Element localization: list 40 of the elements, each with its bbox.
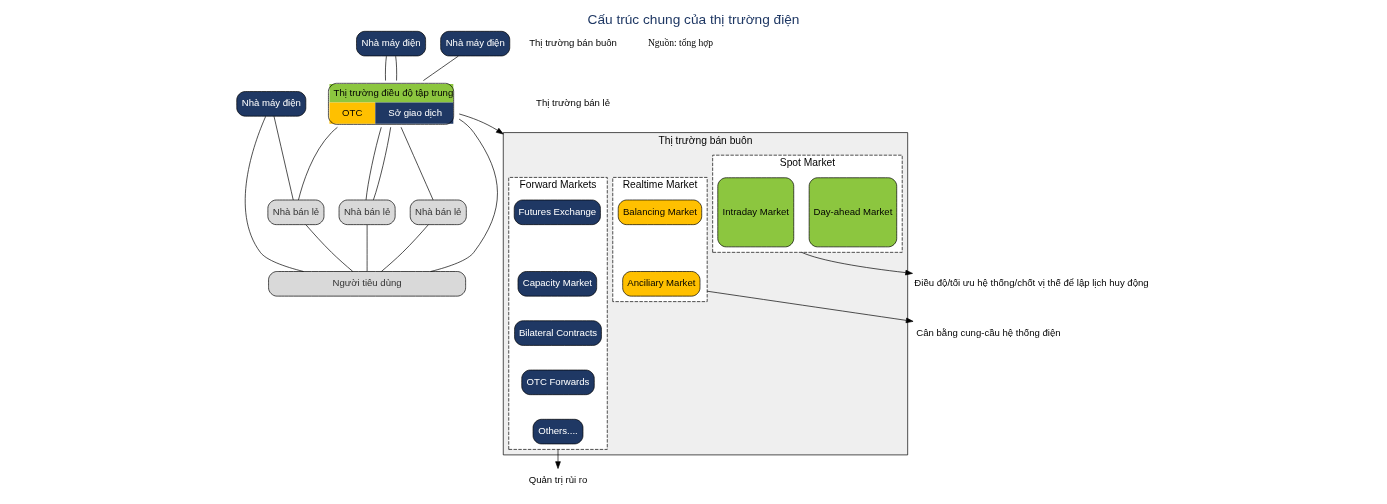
label: Thị trường bán buôn (529, 37, 617, 49)
arrow (555, 449, 561, 469)
connector (385, 55, 387, 81)
connector (305, 224, 354, 272)
connector (273, 115, 294, 201)
label: Thị trường bán lẻ (536, 97, 611, 109)
node-text: Điều độ/tối ưu hệ thống/chốt vị thế để lập lịch huy động (914, 277, 1149, 289)
node-box: OTC Forwards (521, 369, 595, 395)
caption: Nguồn: tổng hợp (647, 37, 714, 49)
connector (244, 116, 304, 272)
arrow (801, 252, 913, 276)
connector (365, 126, 382, 201)
node-box: Others.... (532, 418, 584, 445)
node-box: Nhà máy điện (440, 31, 511, 57)
connector (400, 126, 434, 201)
connector (430, 118, 498, 272)
arrow (458, 113, 504, 135)
node-box: Balancing Market (617, 199, 703, 225)
node-text: Cân bằng cung-cầu hệ thống điện (916, 326, 1061, 338)
node-box: Nhà máy điện (236, 91, 307, 117)
node-box: Người tiêu dùng (268, 271, 466, 297)
node-box: Futures Exchange (513, 199, 601, 225)
connector (395, 55, 398, 81)
node-box: Nhà bán lẻ (267, 199, 325, 225)
node-text: Quản trị rủi ro (528, 474, 588, 486)
arrow (706, 290, 914, 324)
connector (373, 126, 391, 201)
node-box: Intraday Market (717, 177, 795, 248)
connector (366, 224, 368, 272)
node-box: Bilateral Contracts (514, 320, 602, 346)
connector (381, 224, 429, 272)
connector (298, 126, 338, 201)
node-box: Anciliary Market (622, 271, 701, 297)
node-box: Nhà bán lẻ (409, 199, 467, 225)
connector (423, 55, 459, 81)
node-box: Nhà máy điện (356, 31, 426, 57)
node-box: Capacity Market (517, 271, 597, 297)
node-box: Nhà bán lẻ (338, 199, 396, 225)
node-box: Day-ahead Market (808, 177, 898, 248)
diagram-title: Cấu trúc chung của thị trường điện (587, 12, 800, 28)
